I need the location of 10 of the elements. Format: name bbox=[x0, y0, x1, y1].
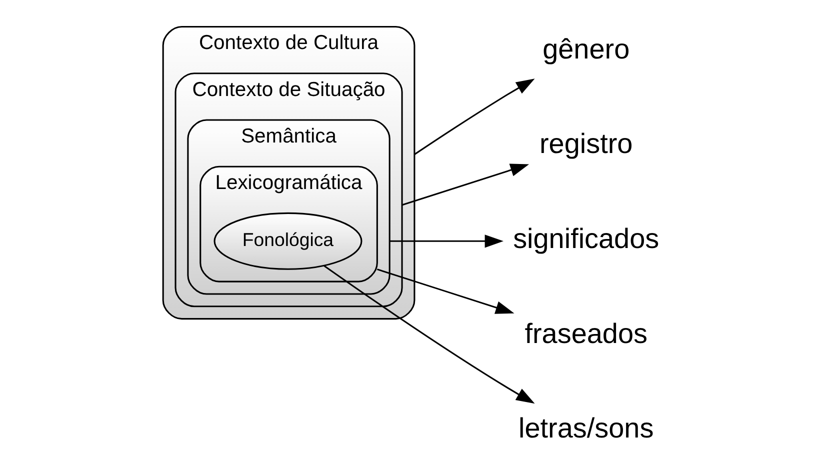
node-text: letras/sons bbox=[518, 412, 654, 444]
node-text: gênero bbox=[542, 33, 630, 64]
node-text: registro bbox=[539, 128, 632, 160]
node-ellipse: Fonológica bbox=[213, 212, 362, 270]
arrow bbox=[401, 164, 529, 206]
arrow bbox=[389, 234, 503, 248]
arrow bbox=[376, 268, 514, 314]
node-text: fraseados bbox=[524, 318, 647, 349]
arrow bbox=[414, 78, 534, 156]
node-text: significados bbox=[512, 222, 659, 254]
